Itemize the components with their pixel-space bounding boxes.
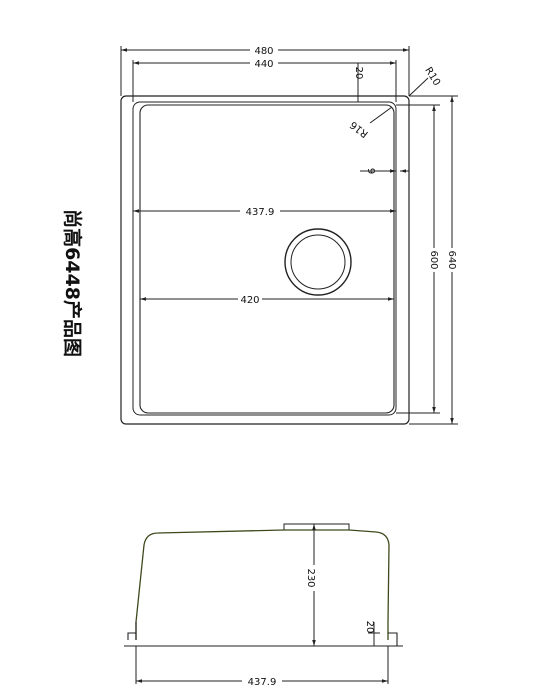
dim-flange: 20 [364,621,375,634]
dim-side-bottom-length: 437.9 [248,677,277,688]
side-right-flange [388,632,398,646]
dim-radius-inner: R16 [348,119,370,140]
side-view-dims [135,524,389,684]
top-view-labels: 480 440 20 R10 R16 9 437.9 420 600 640 [238,44,458,306]
dim-bowl-length: 437.9 [246,207,275,218]
dim-height-outer: 640 [446,250,457,269]
drawing-title: 尚高6448产品图 [61,209,84,357]
dim-width-outer: 480 [254,46,273,57]
dim-bottom-length: 420 [240,295,259,306]
dim-radius-outer: R10 [422,65,442,88]
dim-width-inner: 440 [254,59,273,70]
bowl-inner [139,104,395,414]
side-left-flange [127,622,137,640]
side-view-labels: 230 20 437.9 [242,565,375,688]
dim-height-inner: 600 [428,250,439,269]
dim-rim-side: 9 [365,168,376,174]
dim-rim-top: 20 [353,67,364,80]
bowl-outer [132,101,397,416]
top-view [120,46,458,425]
side-body-outline [135,529,390,640]
outer-rim [120,95,410,425]
drain-inner-ring [290,234,346,290]
dim-depth: 230 [305,568,316,587]
drain-stub [283,523,350,531]
drain-outer-ring [284,228,352,296]
side-view [124,523,403,647]
